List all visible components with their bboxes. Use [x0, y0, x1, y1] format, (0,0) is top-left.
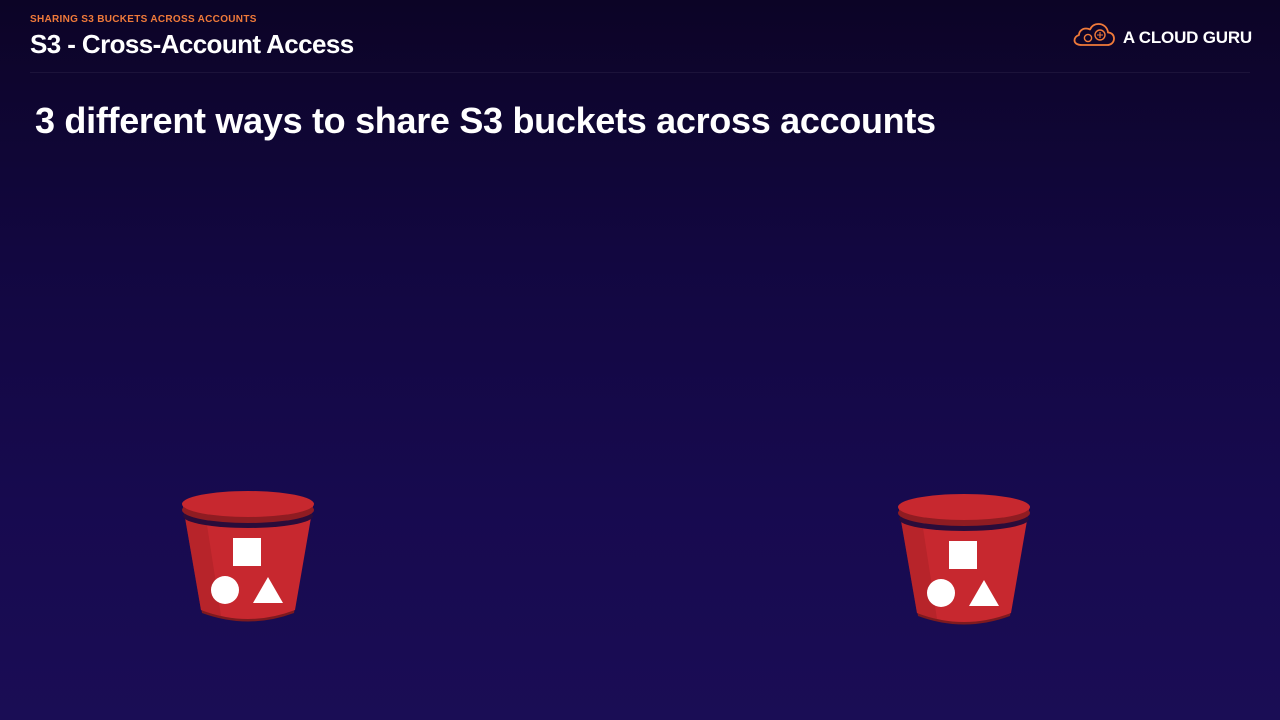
logo-text: A CLOUD GURU [1122, 27, 1252, 47]
section-eyebrow: SHARING S3 BUCKETS ACROSS ACCOUNTS [30, 14, 257, 25]
s3-bucket-icon [181, 486, 315, 631]
slide-title: S3 - Cross-Account Access [30, 29, 354, 59]
slide-header: SHARING S3 BUCKETS ACROSS ACCOUNTS S3 - … [30, 14, 354, 59]
headline: 3 different ways to share S3 buckets acr… [35, 100, 936, 141]
s3-bucket-icon [897, 489, 1031, 634]
header-divider [30, 72, 1250, 73]
brand-logo: A CLOUD GURU [1073, 22, 1252, 53]
cloud-icon [1073, 22, 1115, 53]
